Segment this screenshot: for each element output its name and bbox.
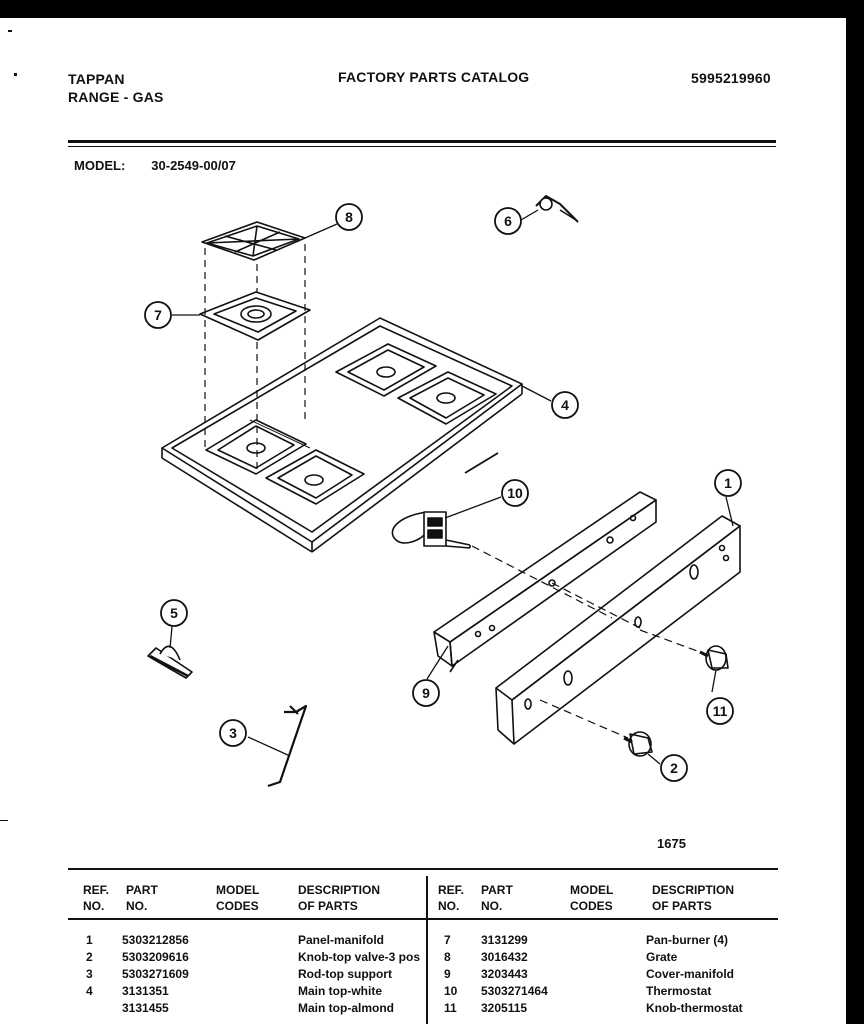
scan-border-right: [846, 0, 864, 1024]
callout-1-label: 1: [724, 475, 732, 491]
header-ref-left: REF.NO.: [83, 883, 110, 913]
bracket-drawing: [147, 645, 193, 679]
grate-drawing: [201, 221, 306, 261]
callout-3-label: 3: [229, 725, 237, 741]
main-top-drawing: [161, 317, 523, 553]
callout-5: [160, 599, 188, 627]
callout-3: [219, 719, 247, 747]
callout-7-label: 7: [154, 307, 162, 323]
thermostat-probe-drawing: [464, 452, 499, 474]
model-label: MODEL:: [74, 158, 126, 173]
scan-border-top: [0, 0, 864, 18]
callout-6: [494, 207, 522, 235]
callout-8: [335, 203, 363, 231]
callout-1: [714, 469, 742, 497]
knob-thermostat-drawing: [699, 645, 729, 671]
page-code: 1675: [657, 836, 686, 851]
callout-2-label: 2: [670, 760, 678, 776]
callout-7: [144, 301, 172, 329]
clip-drawing: [535, 195, 579, 223]
table-top-rule: [68, 868, 778, 870]
callout-4-label: 4: [561, 397, 569, 413]
scan-speck: [8, 30, 12, 32]
callout-6-label: 6: [504, 213, 512, 229]
scan-speck: [14, 73, 17, 76]
callout-11-label: 11: [713, 703, 728, 719]
header-rule-thin: [68, 146, 776, 147]
callout-2: [660, 754, 688, 782]
callout-9: [412, 679, 440, 707]
burner-pan-drawing: [199, 291, 311, 341]
table-divider: [426, 876, 428, 1024]
callout-11: [706, 697, 734, 725]
model-number: 30-2549-00/07: [151, 158, 236, 173]
scan-speck: [0, 820, 8, 821]
catalog-title: FACTORY PARTS CATALOG: [338, 69, 530, 85]
catalog-number: 5995219960: [691, 70, 771, 86]
rod-support-drawing: [267, 704, 308, 788]
header-rule: [68, 140, 776, 143]
model-line: MODEL: 30-2549-00/07: [74, 158, 236, 173]
callout-5-label: 5: [170, 605, 178, 621]
callout-10: [501, 479, 529, 507]
brand-name: TAPPAN: [68, 71, 125, 87]
callout-4: [551, 391, 579, 419]
cover-manifold-drawing: [433, 491, 657, 673]
thermostat-drawing: [391, 511, 613, 619]
table-header-rule: [68, 918, 778, 920]
knob-valve-drawing: [623, 731, 653, 757]
callout-8-label: 8: [345, 209, 353, 225]
product-type: RANGE - GAS: [68, 89, 164, 105]
header-ref-right: REF.NO.: [438, 883, 465, 913]
callout-9-label: 9: [422, 685, 430, 701]
callout-10-label: 10: [507, 485, 523, 501]
panel-manifold-drawing: [495, 515, 741, 745]
